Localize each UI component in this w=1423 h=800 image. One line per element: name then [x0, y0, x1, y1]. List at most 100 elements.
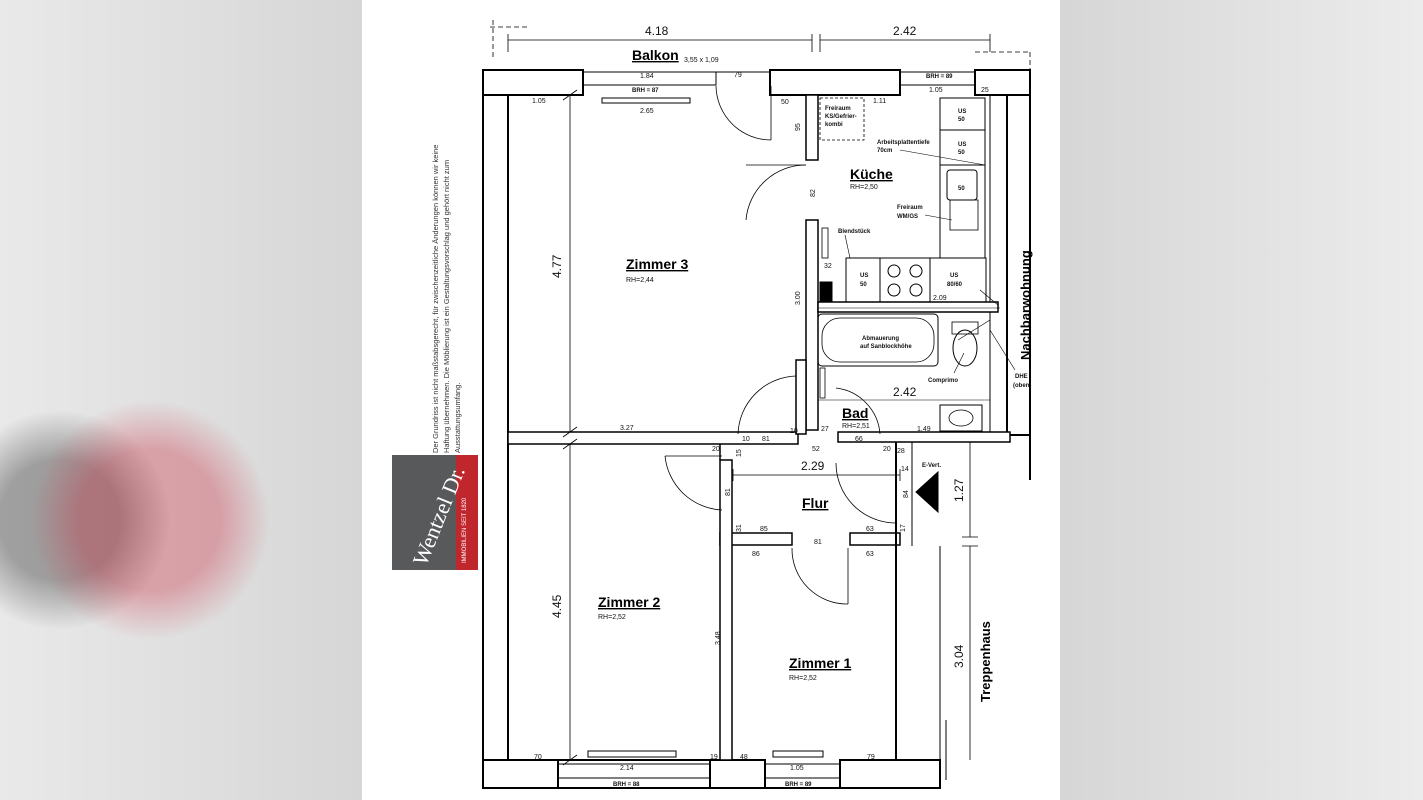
annotation-us: US	[860, 273, 868, 279]
dim-right-304: 3.04	[952, 644, 966, 668]
dim-label: 84	[903, 490, 910, 498]
dim-label: 81	[725, 488, 732, 496]
room-height-kueche: RH=2,50	[850, 184, 878, 191]
dim-label: 10	[742, 436, 750, 443]
annotation-freiraum-ks: Freiraum	[825, 106, 851, 112]
annotation-arbeitsplatte: Arbeitsplattentiefe	[877, 140, 930, 146]
window-zimmer2	[557, 763, 711, 779]
disclaimer: Der Grundriss ist nicht maßstabsgerecht,…	[392, 135, 478, 455]
dim-label: 86	[752, 551, 760, 558]
annotation-us: US	[958, 142, 966, 148]
annotation-abmauerung: Abmauerung	[862, 336, 899, 342]
dim-bad-width: 2.42	[893, 385, 917, 399]
blurred-background-right	[1060, 0, 1423, 800]
annotation-dhe: DHE	[1015, 374, 1028, 380]
window-kueche	[899, 71, 976, 86]
dim-label: 48	[740, 754, 748, 761]
annotation-us: 50	[958, 150, 965, 156]
dim-label: 20	[712, 446, 720, 453]
dim-label: 3.48	[715, 631, 722, 645]
brh-zimmer2: BRH = 88	[613, 782, 640, 788]
dim-label: 82	[810, 189, 817, 197]
annotation-arbeitsplatte: 70cm	[877, 148, 892, 154]
dim-label: 15	[736, 449, 743, 457]
room-label-bad: Bad	[842, 405, 868, 421]
annotation-freiraum-wm: Freiraum	[897, 205, 923, 211]
balkon-size: 3,55 x 1,09	[684, 57, 719, 64]
dim-label: 1.05	[532, 98, 546, 105]
dim-label: 1.84	[640, 73, 654, 80]
room-height-bad: RH=2,51	[842, 423, 870, 430]
dim-label: 31	[736, 524, 743, 532]
annotation-evert: E-Vert.	[922, 463, 941, 469]
dim-label: 1.05	[790, 765, 804, 772]
dim-label: 17	[900, 524, 907, 532]
room-label-zimmer1: Zimmer 1	[789, 655, 851, 671]
dim-label: 14	[901, 466, 909, 473]
dim-label: 81	[814, 539, 822, 546]
dim-right-127: 1.27	[952, 478, 966, 502]
dim-label: 27	[821, 426, 829, 433]
room-label-balkon: Balkon	[632, 47, 679, 63]
brh-zimmer1: BRH = 89	[785, 782, 812, 788]
annotation-freiraum-wm: WM/GS	[897, 214, 918, 220]
brh-kueche: BRH = 89	[926, 74, 953, 80]
annotation-us: US	[950, 273, 958, 279]
annotation-abmauerung: auf Sanblockhöhe	[860, 344, 912, 350]
dim-label: 20	[883, 446, 891, 453]
dim-label: 2.65	[640, 108, 654, 115]
logo-name: Wentzel Dr.	[407, 463, 469, 569]
dim-label: 1.11	[873, 98, 886, 105]
room-label-zimmer2: Zimmer 2	[598, 594, 660, 610]
dim-label: 10	[790, 428, 798, 435]
logo-tagline: IMMOBILIEN SEIT 1820	[462, 497, 468, 563]
dim-label: 63	[866, 526, 874, 533]
brh-zimmer3: BRH = 87	[632, 88, 659, 94]
blurred-background-left	[0, 0, 362, 800]
annotation-spuele: 50	[958, 186, 965, 192]
dim-label: 52	[812, 446, 820, 453]
disclaimer-text: Der Grundriss ist nicht maßstabsgerecht,…	[431, 144, 462, 453]
dim-label: 95	[795, 123, 802, 131]
dim-label: 70	[534, 754, 542, 761]
annotation-us: 50	[958, 117, 965, 123]
annotation-us: 50	[860, 282, 867, 288]
room-height-zimmer2: RH=2,52	[598, 614, 626, 621]
room-label-flur: Flur	[802, 495, 829, 511]
dim-label: 3.00	[795, 291, 802, 305]
wall-west	[482, 69, 509, 789]
label-treppenhaus: Treppenhaus	[978, 621, 993, 702]
room-height-zimmer1: RH=2,52	[789, 675, 817, 682]
dim-label: 2.09	[933, 295, 947, 302]
dim-top-left: 4.18	[645, 24, 669, 38]
room-height-zimmer3: RH=2,44	[626, 277, 654, 284]
dim-label: 19	[710, 754, 718, 761]
label-nachbarwohnung: Nachbarwohnung	[1018, 250, 1033, 360]
logo-red-stripe	[456, 455, 478, 570]
dim-label: 63	[866, 551, 874, 558]
dim-zimmer3-height: 4.77	[550, 254, 564, 278]
dim-label: 79	[734, 72, 742, 79]
window-zimmer3	[582, 71, 717, 86]
dim-zimmer2-height: 4.45	[550, 594, 564, 618]
window-zimmer1	[764, 763, 841, 779]
dim-label: 28	[897, 448, 905, 455]
dim-label: 50	[781, 99, 789, 106]
dim-label: 81	[762, 436, 770, 443]
dim-label: 2.14	[620, 765, 634, 772]
annotation-us: 80/60	[947, 282, 963, 288]
dim-label: 1.49	[917, 426, 931, 433]
company-logo: Wentzel Dr. IMMOBILIEN SEIT 1820	[392, 455, 478, 570]
room-label-kueche: Küche	[850, 166, 893, 182]
dim-label: 3.27	[620, 425, 634, 432]
dim-label: 66	[855, 436, 863, 443]
annotation-freiraum-ks: kombi	[825, 122, 843, 128]
dim-top-right: 2.42	[893, 24, 917, 38]
annotation-dhe: (oben)	[1013, 383, 1031, 389]
annotation-comprimo: Comprimo	[928, 378, 958, 384]
room-label-zimmer3: Zimmer 3	[626, 256, 688, 272]
minor-dimensions: 1.84 79 2.65 1.05 1.05 1.11 25 50 95 82 …	[532, 72, 989, 772]
annotation-freiraum-ks: KS/Gefrier-	[825, 114, 857, 120]
dim-flur-width: 2.29	[801, 459, 825, 473]
